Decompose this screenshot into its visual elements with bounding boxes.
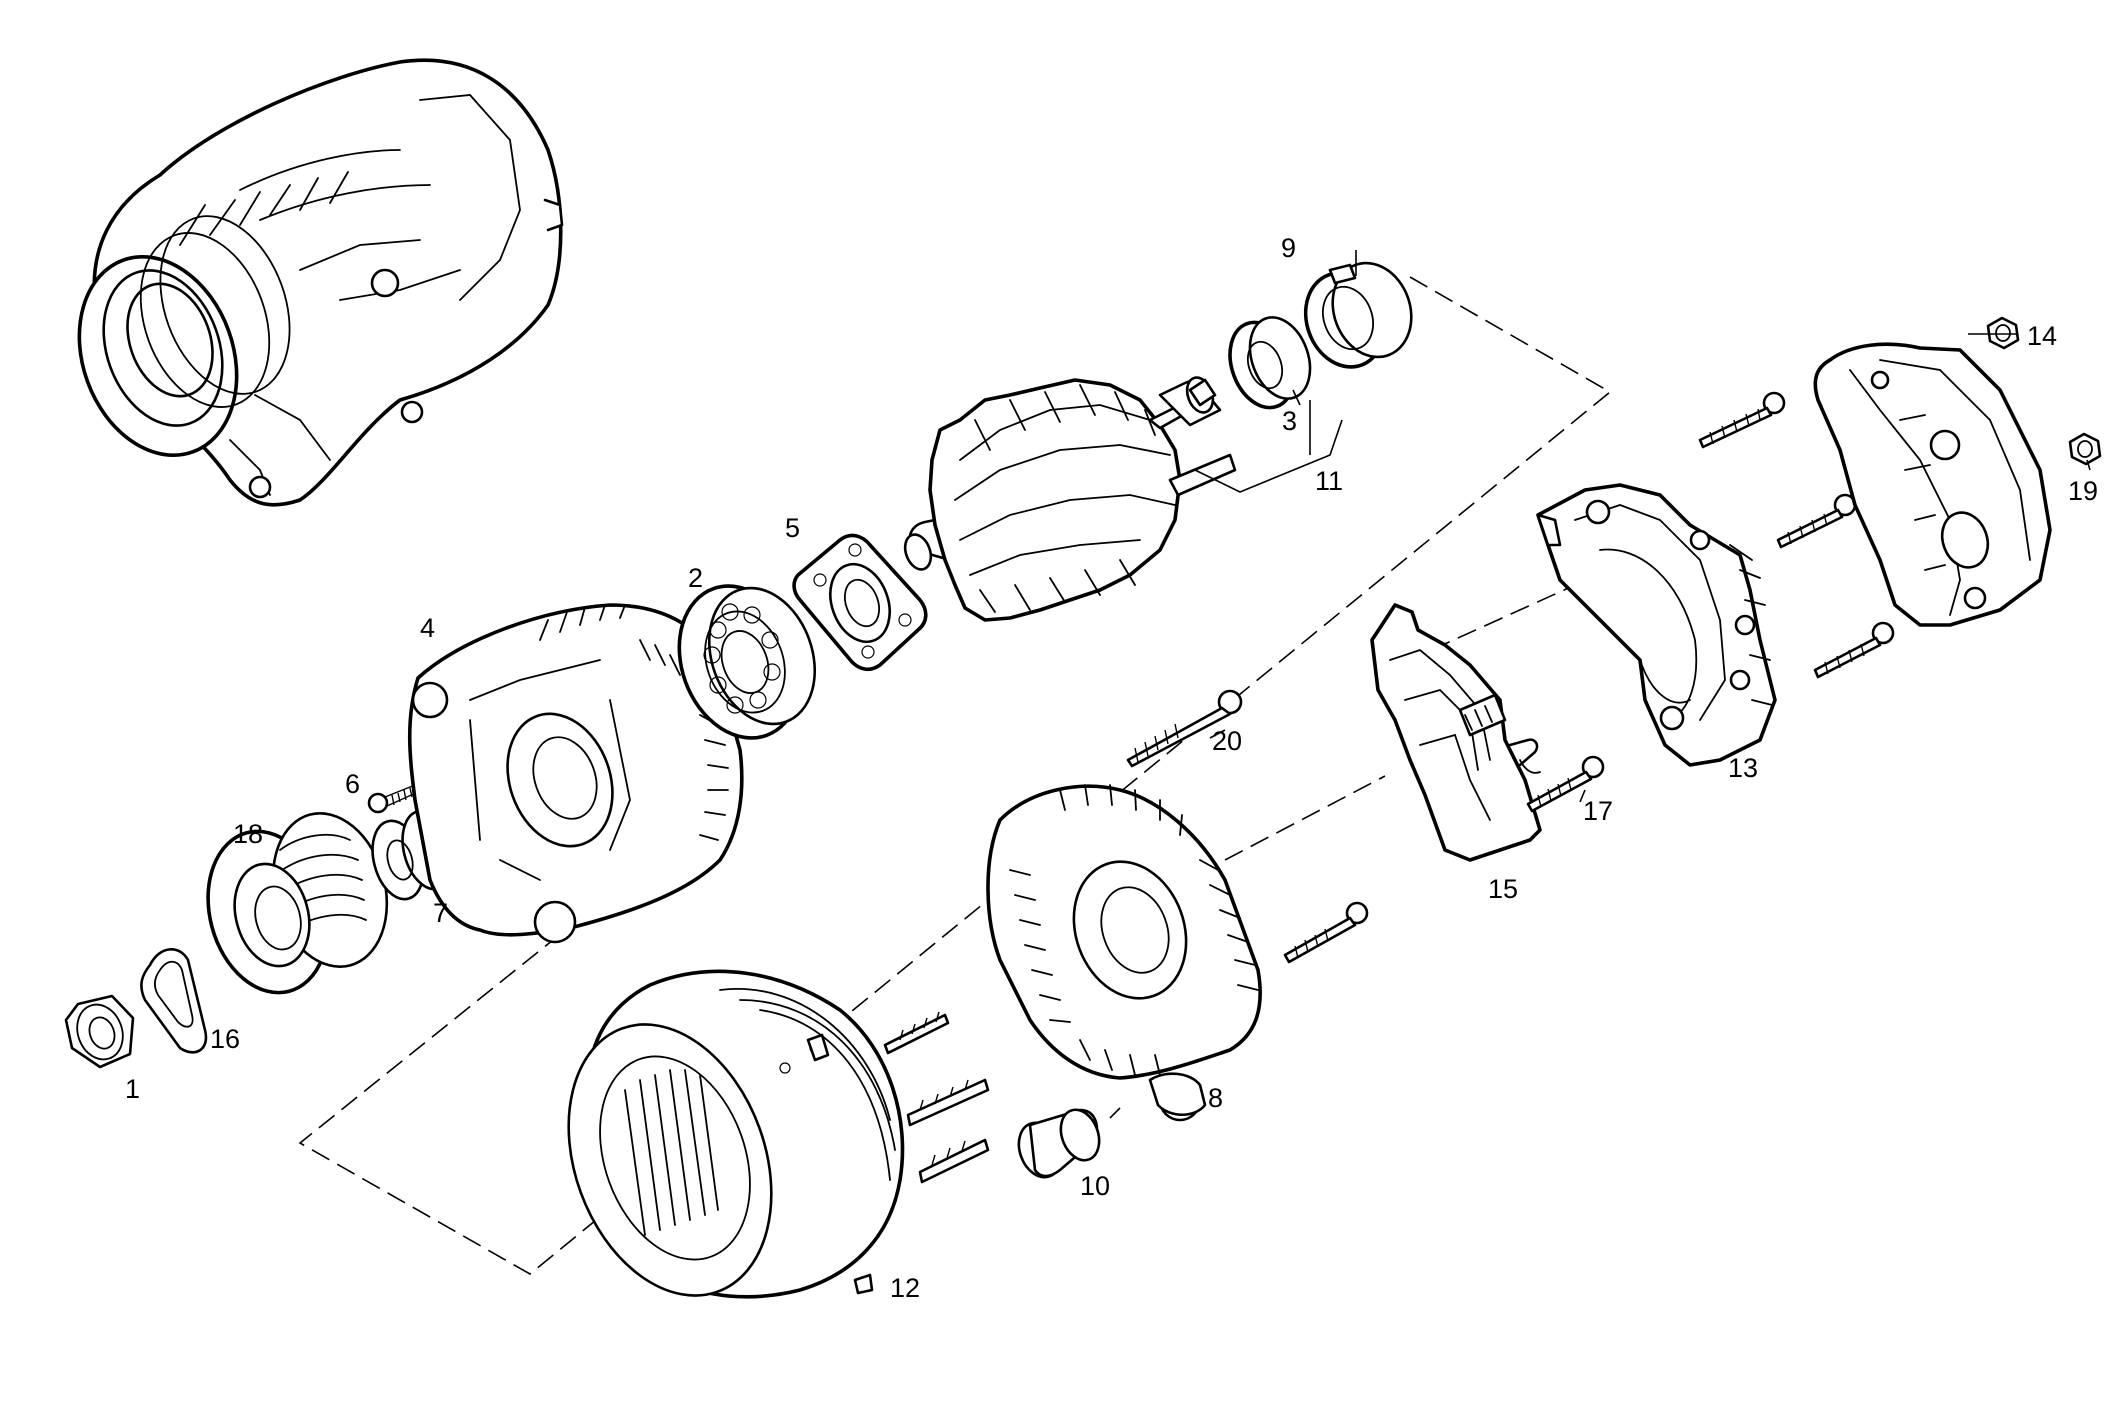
part-2-bearing bbox=[677, 584, 817, 740]
label-1: 1 bbox=[125, 1074, 140, 1104]
label-13: 13 bbox=[1728, 753, 1758, 783]
callout-labels: 1 2 3 4 5 6 7 8 9 10 11 12 13 14 15 16 1… bbox=[125, 233, 2098, 1303]
label-4: 4 bbox=[420, 613, 435, 643]
label-15: 15 bbox=[1488, 874, 1518, 904]
label-5: 5 bbox=[785, 513, 800, 543]
part-14-nut bbox=[1986, 316, 2020, 350]
label-6: 6 bbox=[345, 769, 360, 799]
label-10: 10 bbox=[1080, 1171, 1110, 1201]
part-5-retainer-plate bbox=[792, 533, 928, 672]
label-2: 2 bbox=[688, 563, 703, 593]
part-17-bolt bbox=[1526, 755, 1605, 813]
label-17: 17 bbox=[1583, 796, 1613, 826]
part-16-washer bbox=[140, 948, 208, 1054]
part-9-bearing-cap bbox=[1303, 261, 1413, 369]
part-3-bearing bbox=[1228, 316, 1312, 410]
part-13-rectifier bbox=[1536, 483, 1777, 767]
label-19: 19 bbox=[2068, 476, 2098, 506]
label-14: 14 bbox=[2027, 321, 2057, 351]
part-8-slip-end-housing bbox=[986, 784, 1262, 1122]
assembled-alternator bbox=[77, 58, 564, 507]
label-9: 9 bbox=[1281, 233, 1296, 263]
part-15-regulator bbox=[1370, 603, 1542, 862]
part-4-drive-end-housing bbox=[407, 603, 744, 944]
part-12-stator bbox=[567, 969, 990, 1299]
label-12: 12 bbox=[890, 1273, 920, 1303]
callout-leader-lines bbox=[1109, 250, 2091, 1119]
rectifier-screws bbox=[1698, 391, 1895, 679]
part-1-hex-nut bbox=[64, 994, 135, 1069]
housing-bolt bbox=[1283, 901, 1369, 964]
part-18-pulley bbox=[206, 812, 389, 995]
part-6-screw bbox=[367, 784, 419, 814]
part-19-nut bbox=[2068, 432, 2102, 466]
part-20-long-bolt bbox=[1126, 689, 1243, 768]
rotor-assembly bbox=[903, 376, 1237, 622]
label-18: 18 bbox=[233, 819, 263, 849]
label-3: 3 bbox=[1282, 406, 1297, 436]
label-11: 11 bbox=[1315, 466, 1343, 496]
label-8: 8 bbox=[1208, 1083, 1223, 1113]
label-16: 16 bbox=[210, 1024, 240, 1054]
part-10-bushing bbox=[1017, 1108, 1101, 1179]
part-11-bracket bbox=[1194, 400, 1343, 493]
label-20: 20 bbox=[1212, 726, 1242, 756]
rear-cover bbox=[1813, 342, 2052, 627]
label-7: 7 bbox=[433, 898, 448, 928]
